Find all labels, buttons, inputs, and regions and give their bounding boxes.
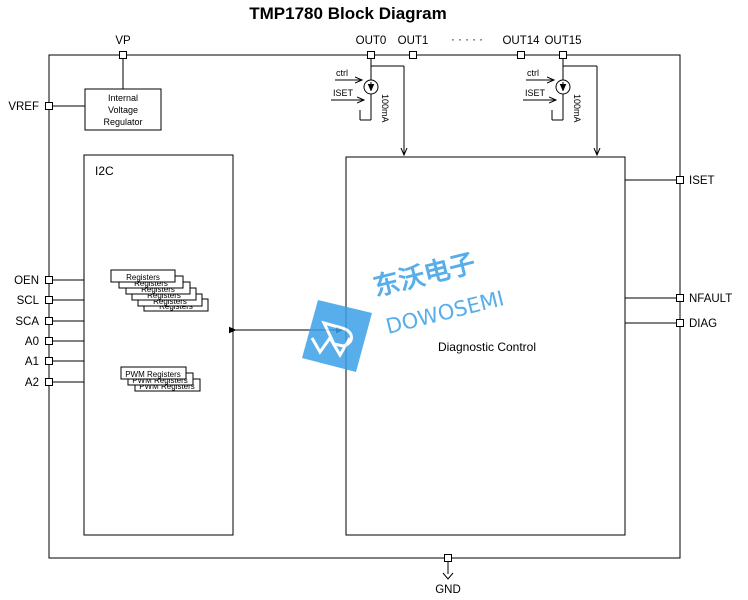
pin-nfault: NFAULT — [625, 293, 732, 305]
pin-a1: A1 — [25, 356, 84, 368]
svg-text:Internal: Internal — [108, 93, 138, 103]
iset-label: ISET — [333, 88, 354, 98]
svg-text:Regulator: Regulator — [103, 117, 142, 127]
pin-diag: DIAG — [625, 318, 717, 330]
ctrl-label: ctrl — [336, 68, 348, 78]
pin-gnd: GND — [435, 554, 461, 596]
out-ellipsis: · · · · · — [451, 34, 483, 46]
svg-text:VREF: VREF — [8, 101, 39, 113]
svg-text:Registers: Registers — [141, 285, 175, 294]
pin-iset: ISET — [625, 175, 715, 187]
svg-text:A1: A1 — [25, 356, 39, 368]
voltage-regulator: Internal Voltage Regulator — [52, 58, 162, 131]
pin-scl: SCL — [17, 295, 84, 307]
svg-text:PWM Registers: PWM Registers — [132, 376, 188, 385]
svg-text:A2: A2 — [25, 377, 39, 389]
svg-text:OUT14: OUT14 — [502, 35, 540, 47]
diagram-title: TMP1780 Block Diagram — [249, 4, 446, 23]
ctrl-label-2: ctrl — [527, 68, 539, 78]
diagnostic-control-block: Diagnostic Control — [345, 156, 626, 536]
current-label-2: 100mA — [572, 94, 582, 123]
i2c-block: I2C — [83, 154, 234, 536]
svg-text:Voltage: Voltage — [108, 105, 138, 115]
watermark-logo — [302, 300, 372, 372]
pin-oen: OEN — [14, 275, 84, 287]
svg-text:Registers: Registers — [134, 279, 168, 288]
svg-text:OUT15: OUT15 — [544, 35, 581, 47]
pin-a2: A2 — [25, 377, 84, 389]
pin-sca: SCA — [15, 316, 84, 328]
svg-text:SCA: SCA — [15, 316, 39, 328]
svg-text:Registers: Registers — [147, 291, 181, 300]
iset-label-2: ISET — [525, 88, 546, 98]
svg-text:SCL: SCL — [17, 295, 40, 307]
svg-text:OEN: OEN — [14, 275, 39, 287]
svg-text:PWM Registers: PWM Registers — [125, 370, 181, 379]
pin-a0: A0 — [25, 336, 84, 348]
svg-text:NFAULT: NFAULT — [689, 293, 732, 305]
svg-text:VP: VP — [115, 35, 131, 47]
register-stack: Registers Registers Registers Registers … — [110, 269, 209, 312]
current-label: 100mA — [380, 94, 390, 123]
pin-out14: OUT14 — [502, 35, 540, 59]
svg-text:OUT1: OUT1 — [398, 35, 429, 47]
pin-out1: OUT1 — [398, 35, 429, 59]
svg-text:DIAG: DIAG — [689, 318, 717, 330]
svg-text:A0: A0 — [25, 336, 39, 348]
current-source-out15: ctrl ISET 100mA — [523, 58, 597, 156]
svg-text:Registers: Registers — [153, 297, 187, 306]
pwm-register-stack: PWM Registers PWM Registers PWM Register… — [120, 366, 201, 392]
svg-text:GND: GND — [435, 584, 461, 596]
pin-vp: VP — [115, 35, 131, 59]
pin-vref: VREF — [8, 101, 53, 113]
current-source-out0: ctrl ISET 100mA — [331, 58, 404, 156]
svg-text:PWM Registers: PWM Registers — [139, 382, 195, 391]
svg-text:OUT0: OUT0 — [356, 35, 387, 47]
svg-text:ISET: ISET — [689, 175, 715, 187]
svg-text:I2C: I2C — [95, 164, 114, 178]
svg-text:Diagnostic Control: Diagnostic Control — [438, 340, 536, 354]
chip-outline — [48, 54, 681, 559]
svg-text:Registers: Registers — [126, 273, 160, 282]
